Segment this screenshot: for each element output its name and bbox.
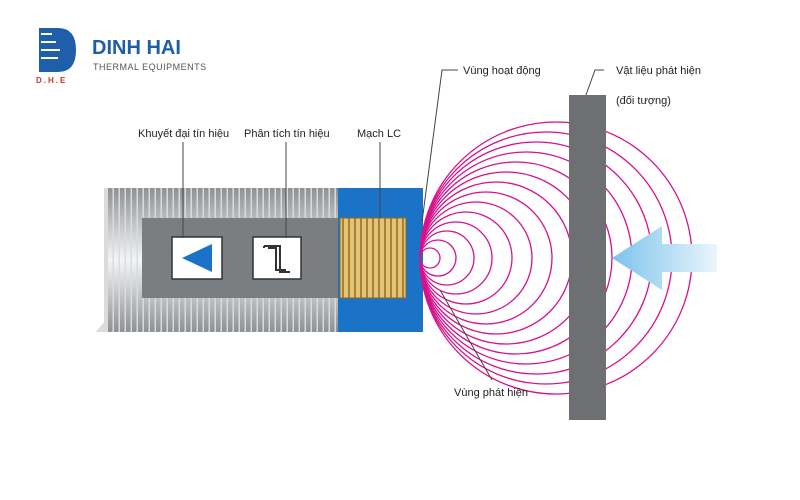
dhe-logo-icon xyxy=(28,28,76,72)
label-amplifier: Khuyết đại tín hiệu xyxy=(138,128,229,140)
housing-thread-stripe xyxy=(138,188,143,332)
analyzer-block xyxy=(252,236,302,280)
logo-initials: D.H.E xyxy=(36,76,67,85)
label-detection-zone: Vùng phát hiện xyxy=(454,387,528,399)
label-target-material: Vật liệu phát hiện xyxy=(616,65,701,77)
triangle-amplifier-icon xyxy=(182,244,212,272)
field-wave xyxy=(419,181,573,335)
housing-thread-stripe xyxy=(126,188,131,332)
label-lc-circuit: Mạch LC xyxy=(357,128,401,140)
brand-logo: D.H.E DINH HAI THERMAL EQUIPMENTS xyxy=(28,28,207,85)
label-active-zone: Vùng hoạt động xyxy=(463,65,541,77)
housing-thread-stripe xyxy=(108,188,113,332)
field-wave xyxy=(419,230,475,286)
field-wave xyxy=(419,239,457,277)
housing-thread-stripe xyxy=(114,188,119,332)
brand-tagline: THERMAL EQUIPMENTS xyxy=(93,62,207,72)
field-wave xyxy=(419,171,593,345)
amplifier-block xyxy=(171,236,223,280)
field-wave xyxy=(419,201,533,315)
arrow-left-icon xyxy=(612,226,717,290)
housing-thread-stripe xyxy=(132,188,137,332)
label-analyzer: Phân tích tín hiệu xyxy=(244,128,330,140)
housing-thread-stripe xyxy=(120,188,125,332)
field-wave xyxy=(419,211,513,305)
square-pulse-icon xyxy=(263,245,290,273)
target-material-bar xyxy=(569,95,606,420)
brand-name: DINH HAI xyxy=(92,37,181,59)
leader-lines xyxy=(182,69,604,381)
lc-coil xyxy=(339,217,407,299)
label-target-note: (đối tượng) xyxy=(616,95,671,107)
